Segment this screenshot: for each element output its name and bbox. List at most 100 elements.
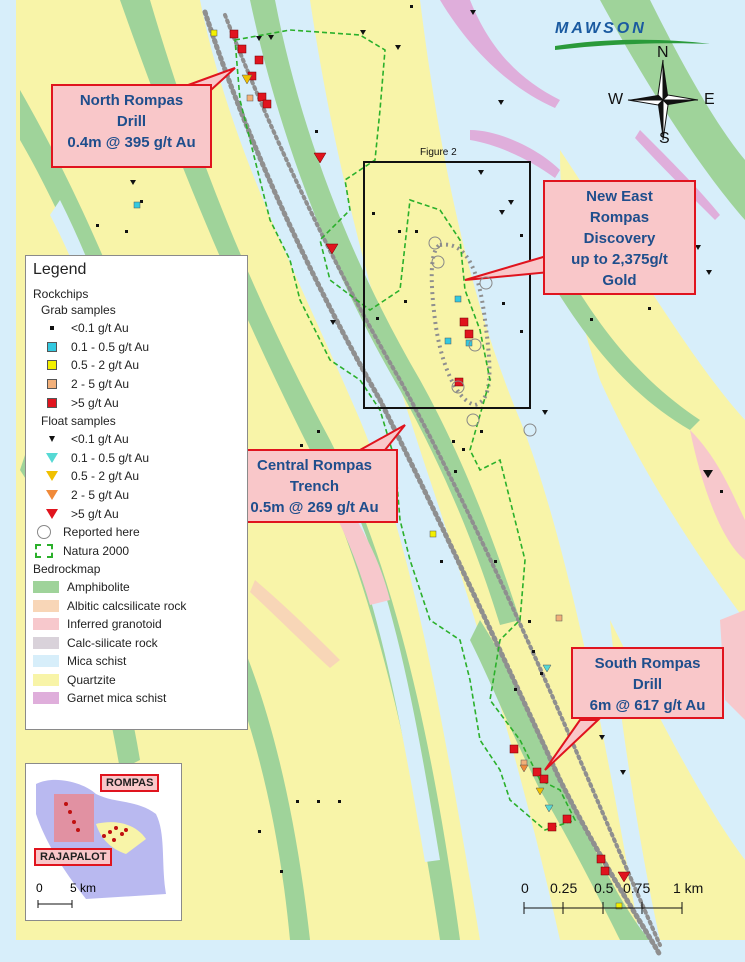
legend-reported-row: Reported here (33, 523, 247, 542)
bedrock-swatch (33, 599, 59, 612)
inset-label-rompas: ROMPAS (100, 774, 160, 792)
compass-rose-icon (627, 59, 699, 141)
callout-line: Discovery (583, 230, 656, 247)
garnet-mica-schist-3 (440, 0, 560, 108)
bedrock-swatch (33, 673, 59, 686)
scale-tick-label: 0 (521, 880, 529, 896)
figure-2-box (363, 161, 531, 409)
legend-label: Quartzite (67, 672, 116, 687)
grab-symbol-lt01 (50, 326, 54, 331)
callout-line: Gold (602, 272, 637, 289)
callout-line: Trench (289, 478, 340, 495)
east-rompas-outline (429, 242, 492, 408)
compass-w: W (608, 91, 624, 108)
location-inset-map: ROMPAS RAJAPALOT 0 5 km (25, 763, 182, 921)
legend-bedrock-heading: Bedrockmap (33, 562, 101, 577)
legend-label: >5 g/t Au (71, 395, 119, 410)
legend-grab-row: 0.5 - 2 g/t Au (41, 356, 247, 375)
quartzite-belt-central (310, 0, 640, 940)
legend-label: 0.5 - 2 g/t Au (71, 469, 140, 484)
grab-symbol-gt5 (47, 397, 57, 408)
legend-float-heading: Float samples (41, 413, 116, 428)
callout-line: New East (586, 188, 653, 205)
scale-bar: 0 0.25 0.5 0.75 1 km (510, 880, 710, 920)
legend-label: <0.1 g/t Au (71, 432, 129, 447)
callout-line: 6m @ 617 g/t Au (589, 697, 706, 714)
callout-line: Central Rompas (256, 457, 373, 474)
scale-bar-line (523, 902, 683, 914)
legend-grab-row: 2 - 5 g/t Au (41, 375, 247, 394)
legend-bedrock-row: Quartzite (33, 671, 247, 690)
float-symbol-01-05 (46, 452, 58, 463)
callout-line: Drill (632, 676, 663, 693)
amphibolite-band-3 (250, 0, 520, 625)
bedrock-swatch (33, 581, 59, 594)
callout-line: South Rompas (594, 655, 701, 672)
amphibolite-band-7 (600, 0, 745, 220)
legend-float-row: 2 - 5 g/t Au (41, 486, 247, 505)
legend-label: Inferred granotoid (67, 617, 162, 632)
legend-bedrock-row: Calc-silicate rock (33, 634, 247, 653)
legend-label: Mica schist (67, 654, 127, 669)
legend-label: 2 - 5 g/t Au (71, 377, 130, 392)
logo-swoosh-icon (555, 39, 710, 50)
bedrock-swatch (33, 618, 59, 631)
legend-label: 0.5 - 2 g/t Au (71, 358, 140, 373)
grab-samples-gt-5 (229, 29, 610, 876)
legend-label: Natura 2000 (63, 543, 130, 558)
callout-line: up to 2,375g/t (571, 251, 668, 268)
reported-here-markers (428, 236, 537, 437)
grab-samples-0.5-2 (210, 29, 623, 910)
legend-label: 2 - 5 g/t Au (71, 488, 130, 503)
scale-tick-label: 0.25 (550, 880, 578, 896)
legend-rockchips-heading: Rockchips (33, 287, 89, 301)
natura-2000-boundary (234, 29, 577, 831)
rompas-corridor-inner (223, 13, 662, 947)
legend-label: Albitic calcsilicate rock (67, 598, 187, 613)
bedrock-swatch (33, 692, 59, 705)
float-samples-gt-5 (313, 152, 631, 883)
float-symbol-05-2 (46, 471, 58, 482)
grab-symbol-05-2 (47, 360, 57, 371)
natura-boundary-icon (35, 543, 53, 558)
scale-tick-label: 0.75 (623, 880, 651, 896)
legend-title: Legend (33, 261, 87, 278)
south-callout-pointer (544, 719, 601, 771)
granitoid-body-1 (690, 430, 745, 560)
mawson-logo: MAWSON (545, 16, 715, 56)
north-arrow: N S W E (608, 44, 718, 150)
albitic-body-1 (250, 580, 340, 668)
central-rompas-callout: Central Rompas Trench 0.5m @ 269 g/t Au (231, 449, 398, 523)
legend-label: 0.1 - 0.5 g/t Au (71, 339, 150, 354)
reported-circle-icon (37, 525, 51, 540)
legend-float-row: 0.5 - 2 g/t Au (41, 467, 247, 486)
legend-grab-row: <0.1 g/t Au (41, 319, 247, 338)
legend-grab-heading: Grab samples (41, 303, 116, 317)
float-samples-0.5-2 (241, 74, 545, 796)
legend-label: 0.1 - 0.5 g/t Au (71, 450, 150, 465)
legend-label: Garnet mica schist (67, 691, 167, 706)
legend-label: <0.1 g/t Au (71, 321, 129, 336)
float-samples-lt-0.1 (130, 10, 713, 775)
bedrock-swatch (33, 636, 59, 649)
legend-float-row: >5 g/t Au (41, 504, 247, 523)
float-symbol-2-5 (46, 490, 58, 501)
amphibolite-band-5 (185, 560, 310, 940)
garnet-mica-schist-1 (470, 130, 560, 178)
compass-s: S (659, 130, 670, 147)
legend-label: Calc-silicate rock (67, 635, 158, 650)
legend-label: >5 g/t Au (71, 506, 119, 521)
logo-text: MAWSON (555, 20, 647, 37)
compass-e: E (704, 91, 715, 108)
scale-tick-label: 1 km (673, 880, 704, 896)
inset-scale-label: 5 km (70, 881, 97, 895)
grab-symbol-2-5 (47, 379, 57, 390)
legend-bedrock-row: Inferred granotoid (33, 615, 247, 634)
legend-float-row: 0.1 - 0.5 g/t Au (41, 449, 247, 468)
callout-line: 0.4m @ 395 g/t Au (67, 134, 196, 151)
mica-schist-streak-2 (348, 520, 440, 862)
callout-line: North Rompas (79, 92, 184, 109)
callout-line: 0.5m @ 269 g/t Au (250, 499, 379, 516)
float-symbol-gt5 (46, 508, 58, 519)
legend-natura-row: Natura 2000 (33, 542, 247, 561)
